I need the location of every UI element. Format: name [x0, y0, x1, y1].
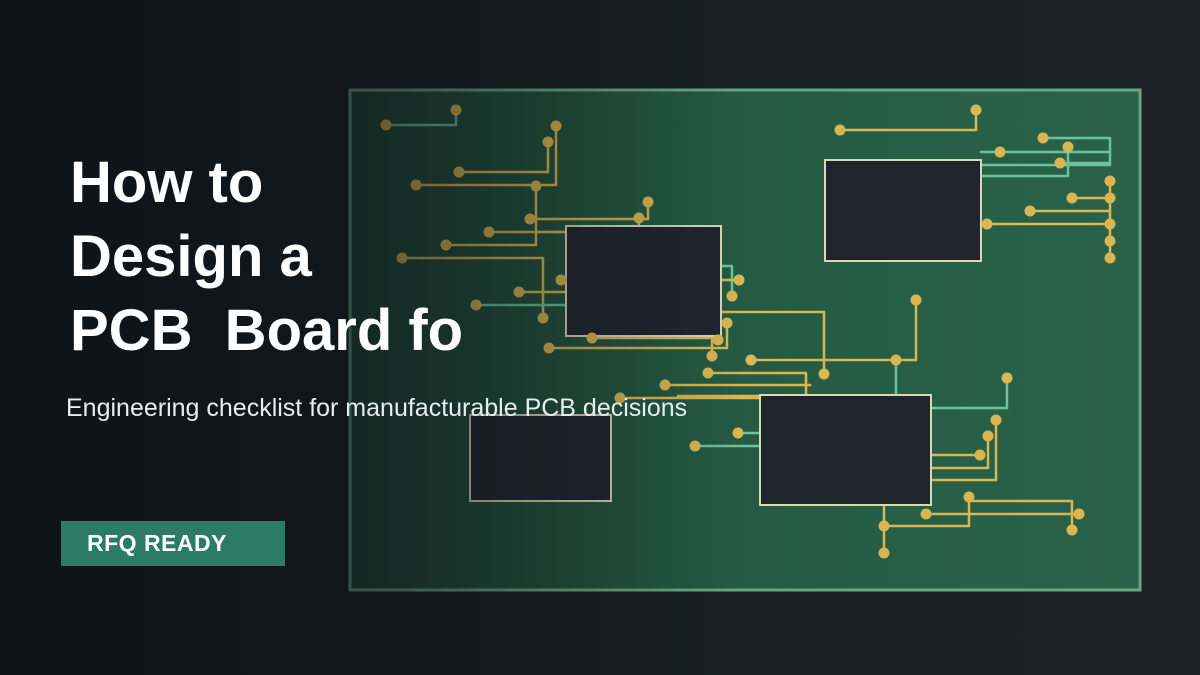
pcb-pad — [990, 414, 1002, 426]
pcb-pad — [834, 124, 846, 136]
pcb-pad — [970, 104, 982, 116]
chip-center — [565, 225, 722, 337]
pcb-pad — [524, 213, 536, 225]
hero-title-line-1: How to — [70, 150, 264, 215]
pcb-pad — [659, 379, 671, 391]
pcb-pad — [890, 354, 902, 366]
pcb-pad — [483, 226, 495, 238]
pcb-pad — [380, 119, 392, 131]
pcb-pad — [981, 218, 993, 230]
pcb-pad — [963, 491, 975, 503]
pcb-pad — [721, 317, 733, 329]
pcb-pad — [513, 286, 525, 298]
pcb-pad — [555, 274, 567, 286]
pcb-pad — [537, 312, 549, 324]
chip-bottom-left — [469, 414, 612, 502]
pcb-pad — [733, 274, 745, 286]
pcb-pad — [543, 342, 555, 354]
pcb-pad — [982, 430, 994, 442]
pcb-pad — [745, 354, 757, 366]
pcb-pad — [1062, 141, 1074, 153]
hero-title-line-2: Design a — [70, 224, 312, 289]
pcb-pad — [974, 449, 986, 461]
pcb-pad — [586, 332, 598, 344]
pcb-pad — [702, 367, 714, 379]
pcb-pad — [689, 440, 701, 452]
pcb-pad — [1037, 132, 1049, 144]
pcb-pad — [1054, 157, 1066, 169]
chip-bottom-right — [759, 394, 932, 506]
pcb-pad — [1001, 372, 1013, 384]
pcb-pad — [994, 146, 1006, 158]
hero-title: How to Design a PCB Board fo — [70, 146, 463, 368]
pcb-pad — [878, 547, 890, 559]
pcb-pad — [726, 290, 738, 302]
pcb-pad — [1066, 192, 1078, 204]
pcb-pad — [1104, 192, 1116, 204]
pcb-pad — [1024, 205, 1036, 217]
pcb-pad — [1104, 218, 1116, 230]
pcb-pad — [450, 104, 462, 116]
pcb-pad — [1066, 524, 1078, 536]
pcb-pad — [642, 196, 654, 208]
pcb-pad — [1073, 508, 1085, 520]
pcb-pad — [706, 350, 718, 362]
rfq-ready-badge[interactable]: RFQ READY — [61, 521, 285, 566]
pcb-pad — [1104, 175, 1116, 187]
pcb-pad — [470, 299, 482, 311]
pcb-pad — [1104, 252, 1116, 264]
pcb-pad — [732, 427, 744, 439]
pcb-pad — [550, 120, 562, 132]
pcb-pad — [1104, 235, 1116, 247]
pcb-pad — [920, 508, 932, 520]
chip-top-right — [824, 159, 982, 262]
pcb-pad — [878, 520, 890, 532]
pcb-pad — [818, 368, 830, 380]
pcb-pad — [530, 180, 542, 192]
pcb-pad — [633, 212, 645, 224]
pcb-pad — [712, 334, 724, 346]
hero-title-line-3: PCB Board fo — [70, 298, 464, 363]
pcb-pad — [542, 136, 554, 148]
hero-subtitle: Engineering checklist for manufacturable… — [66, 394, 688, 422]
pcb-pad — [910, 294, 922, 306]
